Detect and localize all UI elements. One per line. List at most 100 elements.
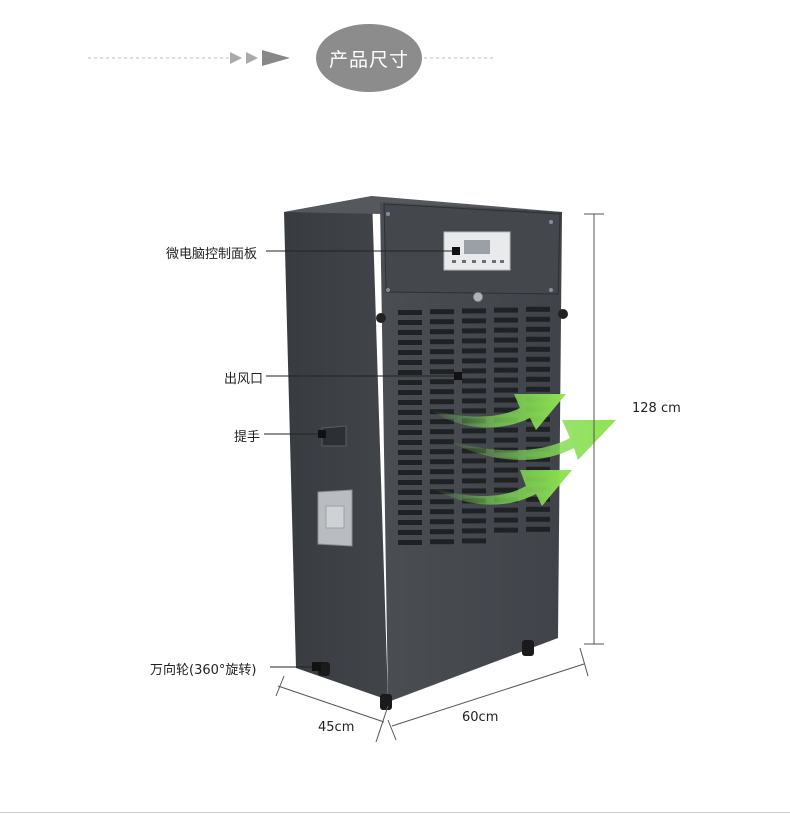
vent-slot [494,467,518,473]
vent-slot [462,528,486,534]
vent-slot [398,460,422,465]
vent-slot [430,319,454,325]
vent-slot [430,439,454,445]
vent-slot [526,386,550,392]
unit-side-panel [284,196,388,700]
vent-slot [430,399,454,405]
vent-slot [494,437,518,443]
caster-wheels [318,640,534,710]
vent-slot [430,459,454,465]
vent-slot [398,480,422,485]
vent-slot [430,359,454,365]
vent-slot [494,477,518,483]
header-dashed-arrow [88,50,495,66]
vent-slot [398,500,422,505]
vent-slot [494,377,518,383]
dimension-width: 60cm [462,710,499,725]
vent-slot [430,539,454,545]
bottom-divider [0,812,790,813]
vent-slot [398,380,422,385]
side-access-panel [317,489,353,547]
airflow-arrows [430,394,616,506]
vent-slot [462,478,486,484]
vent-slot [462,328,486,334]
vent-slot [494,407,518,413]
vent-slot [462,458,486,464]
vent-slot [430,409,454,415]
vent-slot [398,510,422,515]
right-knob [558,309,568,319]
vent-slot [526,516,550,522]
vent-slot [494,487,518,493]
vent-slot [494,387,518,393]
vent-slot [462,378,486,384]
section-title: 产品尺寸 [328,48,409,71]
vent-slot [494,507,518,513]
vent-slot [398,330,422,335]
vent-slot [462,348,486,354]
vent-slot [430,339,454,345]
vent-slot [462,318,486,324]
vent-slot [526,366,550,372]
section-title-badge: 产品尺寸 [316,24,422,92]
vent-slot [430,389,454,395]
vent-slot [430,519,454,525]
vent-slot [462,358,486,364]
vent-slot [430,419,454,425]
vent-slot [430,529,454,535]
label-caster: 万向轮(360°旋转) [150,663,257,678]
vent-slot [430,499,454,505]
vent-slot [430,509,454,515]
vent-slot [462,508,486,514]
label-control-panel: 微电脑控制面板 [166,247,258,262]
vent-slot [494,317,518,323]
air-outlet-grille [398,306,550,545]
vent-slot [430,369,454,375]
vent-slot [398,350,422,355]
vent-slot [526,346,550,352]
vent-slot [526,456,550,462]
airflow-arrow-3 [432,470,572,506]
vent-slot [494,367,518,373]
lock-knob [472,291,484,303]
vent-slot [526,426,550,432]
vent-slot [462,538,486,544]
vent-slot [526,436,550,442]
vent-slot [494,527,518,533]
vent-slot [526,526,550,532]
vent-slot [462,338,486,344]
vent-slot [398,530,422,535]
base-dimensions [275,647,589,743]
vent-slot [398,370,422,375]
vent-slot [462,398,486,404]
callout-lines [264,247,462,671]
vent-slot [398,390,422,395]
vent-slot [430,449,454,455]
vent-slot [526,356,550,362]
vent-slot [462,438,486,444]
left-knob [376,313,386,323]
vent-slot [398,360,422,365]
vent-slot [398,310,422,315]
vent-slot [430,479,454,485]
vent-slot [494,347,518,353]
vent-slot [494,457,518,463]
vent-slot [526,466,550,472]
vent-slot [430,329,454,335]
vent-slot [494,397,518,403]
vent-slot [398,540,422,545]
vent-slot [462,368,486,374]
vent-slot [430,379,454,385]
vent-slot [526,316,550,322]
vent-slot [462,388,486,394]
vent-slot [398,490,422,495]
vent-slot [430,349,454,355]
airflow-arrow-1 [430,394,566,430]
vent-slot [494,427,518,433]
vent-slot [398,320,422,325]
vent-slot [526,376,550,382]
vent-slot [398,470,422,475]
vent-slot [398,520,422,525]
